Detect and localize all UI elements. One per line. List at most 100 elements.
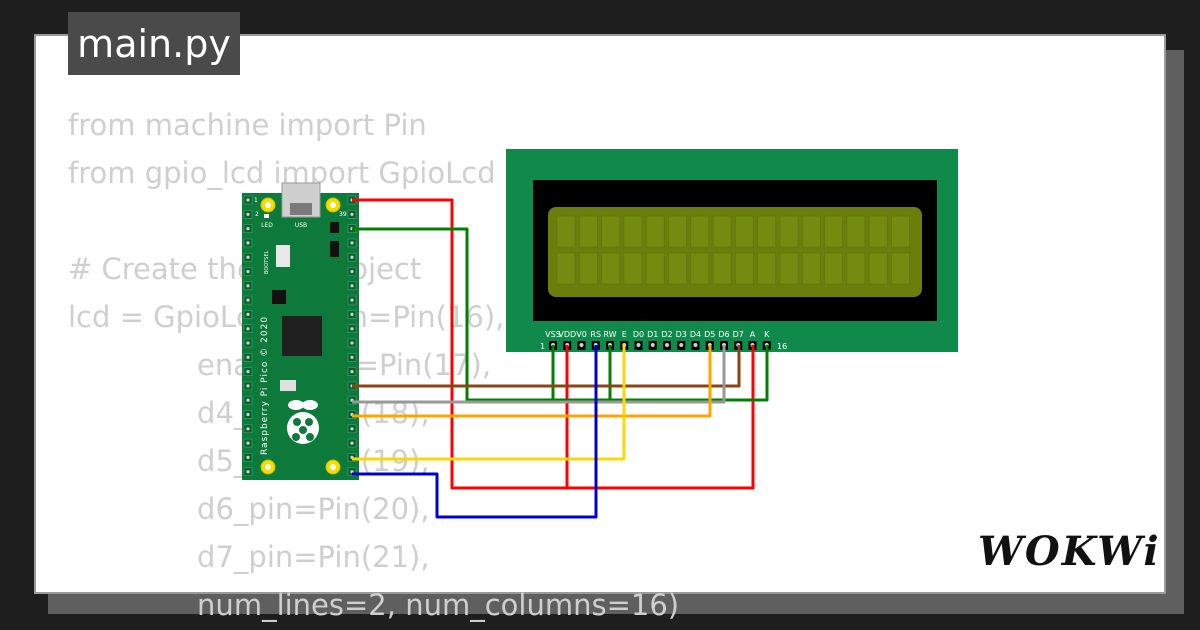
- lcd-char-cell: [556, 252, 576, 285]
- pico-pin-hole: [350, 284, 354, 288]
- wokwi-logo: WOKWi: [978, 528, 1161, 575]
- usb-port: [290, 203, 312, 215]
- lcd-pin-label: E: [622, 330, 627, 339]
- lcd-char-cell: [623, 252, 643, 285]
- pico-pin-hole: [246, 227, 250, 231]
- mount-hole-center: [265, 464, 271, 470]
- wire-brown-d7[interactable]: [352, 345, 741, 388]
- lcd-char-cell: [645, 252, 665, 285]
- pico-pin-hole: [246, 241, 250, 245]
- lcd-char-cell: [802, 215, 821, 248]
- lcd-pin-hole: [679, 343, 684, 347]
- wire-green-cathode[interactable]: [610, 345, 769, 402]
- wire-gray-d6[interactable]: [352, 345, 726, 404]
- led-icon: [264, 214, 269, 218]
- led-label: LED: [261, 222, 273, 229]
- pin-1-label: 1: [254, 197, 258, 204]
- lcd-pin-hole: [693, 343, 698, 347]
- pico-pin-hole: [246, 398, 250, 402]
- pico-pin-hole: [350, 312, 354, 316]
- lcd-char-cell: [579, 215, 598, 248]
- bootsel-label: BOOTSEL: [264, 250, 270, 274]
- lcd-pin-label: D0: [633, 330, 644, 339]
- pico-pin-hole: [350, 269, 354, 274]
- lcd-pin-label: D2: [661, 330, 672, 339]
- lcd-char-cell: [579, 252, 598, 285]
- component-icon: [272, 290, 286, 304]
- lcd-pin-label: D7: [733, 330, 744, 339]
- wire-green-gnd[interactable]: [352, 227, 555, 402]
- lcd-char-cell: [623, 215, 643, 248]
- lcd-char-cell: [601, 215, 620, 248]
- lcd-char-cell: [824, 252, 843, 285]
- wires: [352, 198, 769, 519]
- lcd-char-cell: [824, 215, 843, 248]
- lcd-char-cell: [846, 215, 866, 248]
- lcd-character-cells: [556, 215, 910, 285]
- lcd-pin-label: D1: [647, 330, 658, 339]
- wire-green-rw[interactable]: [553, 345, 612, 402]
- component-icon: [330, 222, 339, 233]
- pico-pin-hole: [350, 241, 354, 245]
- lcd-char-cell: [846, 252, 866, 285]
- pico-pin-hole: [246, 384, 250, 388]
- usb-label: USB: [295, 222, 307, 229]
- pico-pin-hole: [350, 212, 354, 216]
- wire-orange-d4[interactable]: [352, 345, 712, 418]
- pico-pin-hole: [246, 198, 250, 202]
- pico-pin-hole: [246, 341, 250, 345]
- mount-hole-center: [330, 202, 336, 208]
- pico-pin-hole: [246, 298, 250, 302]
- board-text: Raspberry Pi Pico © 2020: [260, 316, 270, 455]
- rp2040-chip: [282, 316, 322, 356]
- lcd-char-cell: [757, 252, 776, 285]
- lcd-pin-label: D6: [718, 330, 729, 339]
- lcd-pin-label: RS: [590, 330, 601, 339]
- pico-pin-hole: [246, 470, 250, 474]
- lcd-char-cell: [735, 252, 754, 285]
- lcd-char-cell: [556, 215, 576, 248]
- lcd-char-cell: [712, 252, 732, 285]
- lcd-pin-hole: [636, 343, 641, 347]
- pico-pin-hole: [246, 455, 250, 459]
- component-icon: [330, 241, 339, 257]
- lcd-char-cell: [690, 252, 710, 285]
- lcd-char-cell: [645, 215, 665, 248]
- usb-connector: [281, 182, 321, 218]
- lcd-pin-label: D5: [704, 330, 715, 339]
- pico-pin-hole: [246, 370, 250, 374]
- wire-blue-rs[interactable]: [352, 345, 598, 519]
- mount-hole-center: [265, 202, 271, 208]
- pico-pin-hole: [350, 370, 354, 374]
- component-icon: [280, 380, 296, 391]
- lcd-pin-label: A: [750, 330, 756, 339]
- lcd-char-cell: [802, 252, 821, 285]
- lcd-char-cell: [891, 252, 910, 285]
- lcd-char-cell: [601, 252, 620, 285]
- pico-pin-hole: [246, 284, 250, 288]
- lcd-pin-1-label: 1: [540, 342, 545, 351]
- pico-pin-hole: [350, 341, 354, 345]
- pico-pin-hole: [350, 255, 354, 259]
- lcd-pin-16-label: 16: [777, 342, 787, 351]
- pico-pin-hole: [350, 298, 354, 302]
- pico-pin-hole: [350, 327, 354, 331]
- lcd-pin-hole: [650, 343, 655, 347]
- pico-pin-hole: [246, 212, 250, 216]
- lcd-char-cell: [735, 215, 754, 248]
- wire-yellow-enable[interactable]: [352, 345, 626, 461]
- mount-hole-center: [330, 464, 336, 470]
- pico-pin-hole: [246, 269, 250, 274]
- pico-pin-hole: [246, 312, 250, 316]
- lcd-pin-label: VSS: [545, 330, 561, 339]
- bootsel-button[interactable]: [276, 245, 290, 267]
- lcd-pin-label: VDD: [558, 330, 576, 339]
- pin-39-label: 39: [339, 211, 347, 218]
- file-tab[interactable]: main.py: [68, 12, 240, 75]
- lcd-pin-label: K: [764, 330, 770, 339]
- pico-pin-hole: [246, 355, 250, 359]
- raspberry-pi-pico[interactable]: USB LED 2 39 1 BOOTSEL Raspberry Pi Pico…: [242, 182, 359, 480]
- wire-red-anode[interactable]: [452, 345, 755, 490]
